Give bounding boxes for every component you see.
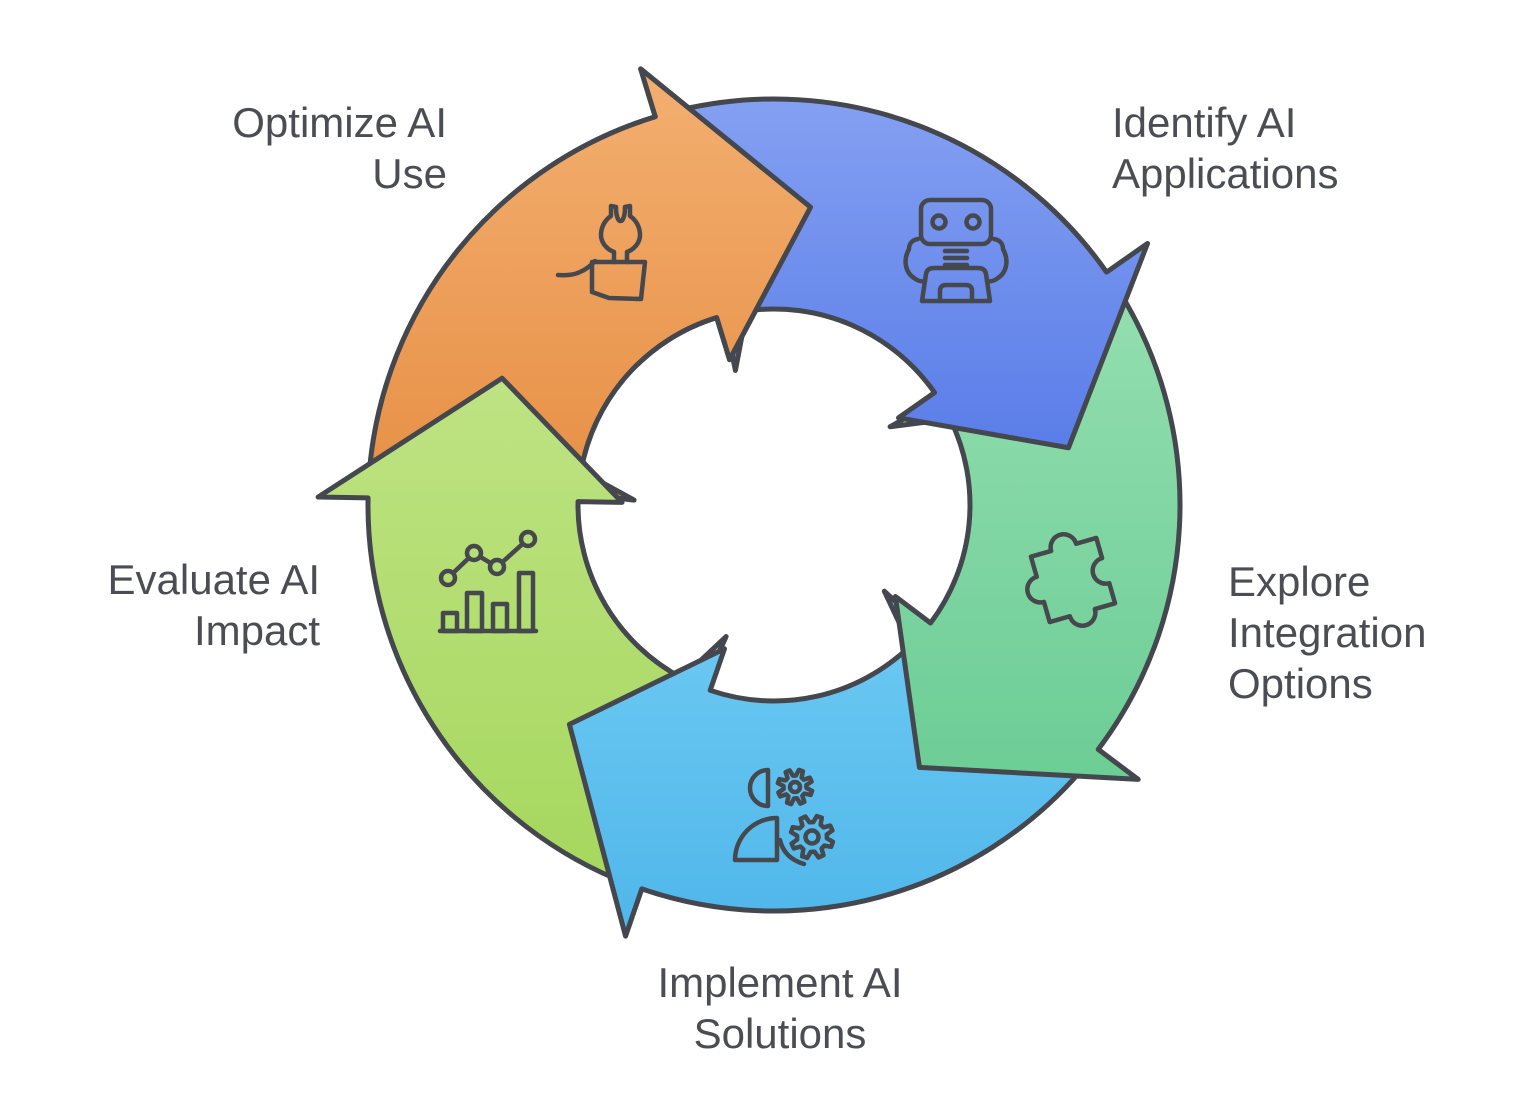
wrench-hand-icon bbox=[555, 203, 648, 302]
arrow-ring bbox=[315, 66, 1183, 939]
label-line: Solutions bbox=[693, 1010, 867, 1057]
step-label-identify-ai-applications: Identify AI Applications bbox=[1112, 97, 1338, 199]
label-line: Implement AI bbox=[657, 959, 903, 1006]
label-line: Explore bbox=[1228, 558, 1371, 605]
label-line: Options bbox=[1228, 660, 1373, 707]
person-gears-icon bbox=[732, 767, 836, 867]
label-line: Impact bbox=[193, 607, 320, 654]
bar-chart-icon bbox=[437, 529, 539, 634]
label-line: Optimize AI bbox=[232, 99, 447, 146]
step-label-evaluate-ai-impact: Evaluate AI Impact bbox=[108, 554, 320, 656]
robot-icon bbox=[903, 197, 1009, 304]
step-label-optimize-ai-use: Optimize AI Use bbox=[232, 97, 447, 199]
puzzle-icon bbox=[1025, 532, 1118, 628]
gear-large-icon bbox=[788, 813, 836, 861]
label-line: Use bbox=[372, 150, 447, 197]
step-icons bbox=[437, 197, 1118, 867]
label-line: Applications bbox=[1112, 150, 1339, 197]
gear-small-icon bbox=[775, 767, 815, 807]
step-label-implement-ai-solutions: Implement AI Solutions bbox=[657, 957, 902, 1059]
step-label-explore-integration-options: Explore Integration Options bbox=[1228, 556, 1426, 709]
arrow-identify-ai-applications bbox=[680, 96, 1151, 451]
label-line: Integration bbox=[1228, 609, 1427, 656]
label-line: Evaluate AI bbox=[107, 556, 320, 603]
label-line: Identify AI bbox=[1112, 99, 1297, 146]
